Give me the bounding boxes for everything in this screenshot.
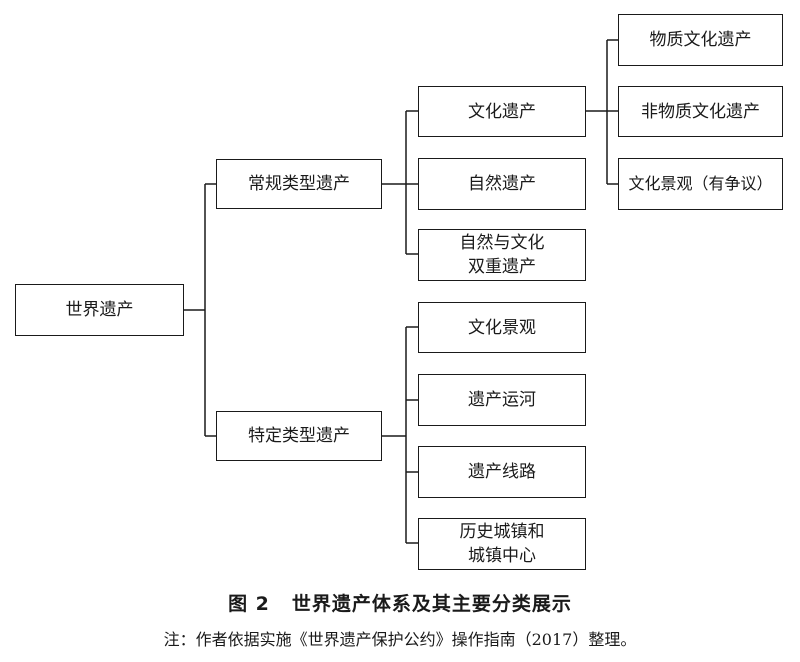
node-label: 文化景观（有争议） <box>628 174 773 193</box>
node-regular-heritage: 常规类型遗产 <box>216 159 382 209</box>
node-label: 自然遗产 <box>468 174 536 194</box>
node-mixed-heritage: 自然与文化 双重遗产 <box>418 229 586 281</box>
node-label: 世界遗产 <box>65 300 134 320</box>
node-tangible-cultural-heritage: 物质文化遗产 <box>618 14 783 66</box>
node-label: 文化景观 <box>468 317 536 338</box>
node-natural-heritage: 自然遗产 <box>418 158 586 210</box>
node-label: 文化遗产 <box>468 101 536 122</box>
node-label-line-1: 历史城镇和 <box>459 522 545 542</box>
node-label-line-1: 自然与文化 <box>459 233 545 253</box>
node-label: 遗产运河 <box>468 390 536 410</box>
figure-number: 图 2 <box>228 593 270 615</box>
figure-title: 世界遗产体系及其主要分类展示 <box>291 593 572 615</box>
node-label: 非物质文化遗产 <box>641 101 760 122</box>
node-specific-heritage: 特定类型遗产 <box>216 411 382 461</box>
node-label: 物质文化遗产 <box>649 30 752 50</box>
node-cultural-heritage: 文化遗产 <box>418 86 586 137</box>
node-world-heritage: 世界遗产 <box>15 284 184 336</box>
figure-note: 注：作者依据实施《世界遗产保护公约》操作指南（2017）整理。 <box>163 630 637 649</box>
node-cultural-landscape-disputed: 文化景观（有争议） <box>618 158 783 210</box>
node-heritage-canal: 遗产运河 <box>418 374 586 426</box>
node-intangible-cultural-heritage: 非物质文化遗产 <box>618 86 783 137</box>
figure-caption: 图 2 世界遗产体系及其主要分类展示 <box>0 589 800 616</box>
node-label: 常规类型遗产 <box>248 174 350 194</box>
node-label-line-2: 城镇中心 <box>468 546 536 566</box>
node-label: 特定类型遗产 <box>248 426 350 446</box>
node-cultural-landscape: 文化景观 <box>418 302 586 353</box>
node-label-line-2: 双重遗产 <box>468 257 536 277</box>
node-label: 遗产线路 <box>468 462 536 482</box>
node-heritage-route: 遗产线路 <box>418 446 586 498</box>
node-historic-towns: 历史城镇和 城镇中心 <box>418 518 586 570</box>
